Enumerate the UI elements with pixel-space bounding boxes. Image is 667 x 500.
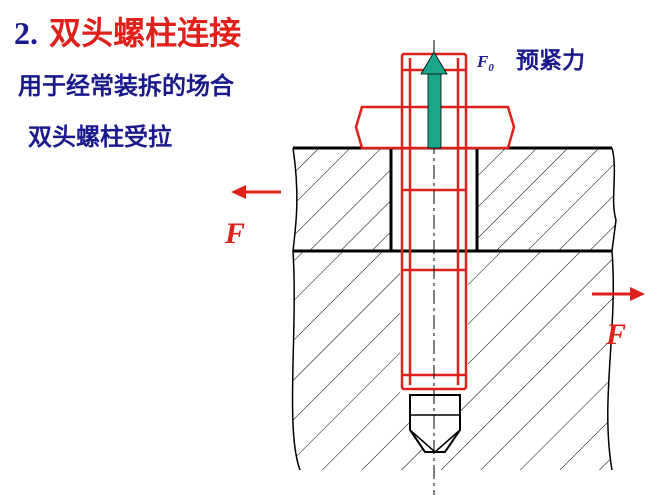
force-label-left: F (224, 217, 245, 250)
preload-label: 预紧力 (516, 48, 585, 74)
note-usage: 用于经常装拆的场合 (18, 72, 234, 100)
title-text: 双头螺柱连接 (49, 14, 242, 52)
section-number: 2. (14, 15, 38, 51)
preload-symbol: F0 (476, 52, 494, 74)
force-arrow-left (231, 185, 281, 199)
force-label-right: F (605, 318, 626, 351)
force-arrow-right (592, 287, 645, 301)
upper-plate (292, 147, 617, 252)
note-tension: 双头螺柱受拉 (28, 123, 172, 151)
base-part (291, 250, 614, 471)
preload-arrow (420, 51, 448, 149)
slide-title: 2. 双头螺柱连接 (14, 8, 241, 54)
